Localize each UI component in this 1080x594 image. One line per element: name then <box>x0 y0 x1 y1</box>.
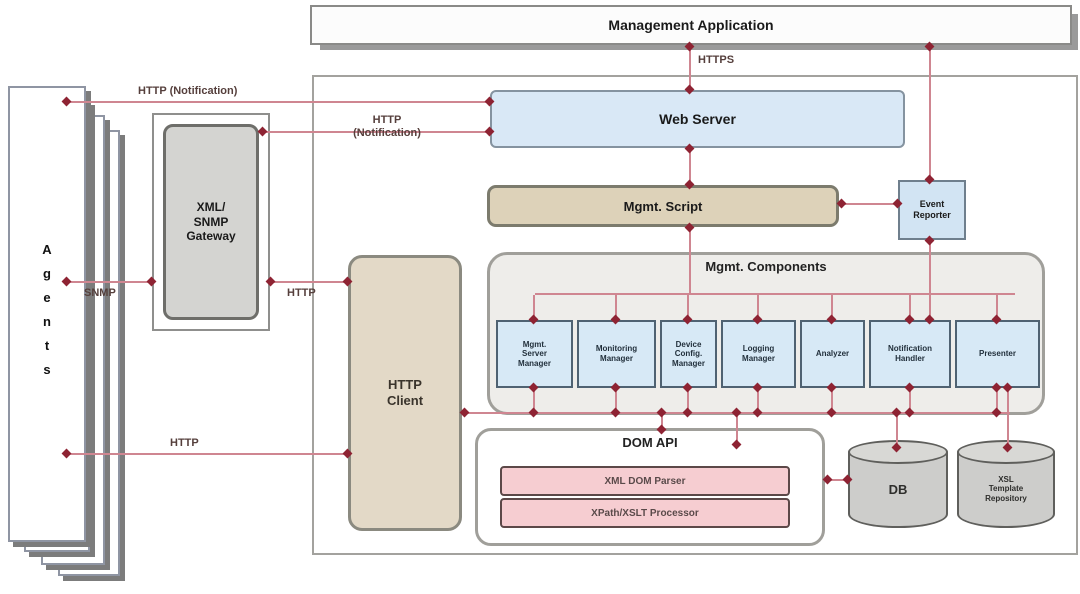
edge-label-http-notification-gateway: HTTP (Notification) <box>353 114 421 140</box>
xml-dom-parser-node: XML DOM Parser <box>500 466 790 496</box>
connector-bus-stub <box>533 387 535 413</box>
edge-label-http-notification-agents: HTTP (Notification) <box>138 85 238 97</box>
web-server-node: Web Server <box>490 90 905 148</box>
connector-bus-drop <box>757 295 759 320</box>
connector-presenter-xslrepo <box>1007 387 1009 448</box>
mgmt-components-title: Mgmt. Components <box>705 259 827 274</box>
component-logging-manager: Logging Manager <box>721 320 796 388</box>
connector-script-components <box>689 227 691 294</box>
mgmt-script-label: Mgmt. Script <box>623 198 703 214</box>
connector-bus-stub <box>687 387 689 413</box>
component-mgmt-server-manager: Mgmt. Server Manager <box>496 320 573 388</box>
management-application-node: Management Application <box>310 5 1072 45</box>
connector-mgmtapp-webserver-https <box>689 46 691 90</box>
event-reporter-label: Event Reporter <box>913 199 951 220</box>
xml-snmp-gateway-node: XML/ SNMP Gateway <box>163 124 259 320</box>
connector-gateway-webserver <box>262 131 490 133</box>
xsl-template-repository-cylinder: XSL Template Repository <box>957 440 1055 528</box>
connector-agents-webserver <box>66 101 490 103</box>
connector-agents-httpclient <box>66 453 348 455</box>
connector-bus-stub <box>909 387 911 413</box>
component-device-config-manager: Device Config. Manager <box>660 320 717 388</box>
connector-bus-drop <box>533 295 535 320</box>
component-label: Analyzer <box>815 349 850 359</box>
xpath-xslt-processor-label: XPath/XSLT Processor <box>591 507 699 519</box>
xsl-template-repository-label: XSL Template Repository <box>985 474 1027 503</box>
connector-bus-stub <box>615 387 617 413</box>
connector-mgmtapp-eventreporter <box>929 46 931 180</box>
component-label: Logging Manager <box>742 344 775 363</box>
http-client-label: HTTP Client <box>386 377 424 408</box>
mgmt-script-node: Mgmt. Script <box>487 185 839 227</box>
agents-label: Agents <box>39 242 55 386</box>
component-presenter: Presenter <box>955 320 1040 388</box>
agents-node: Agents <box>8 86 86 542</box>
component-label: Device Config. Manager <box>672 339 705 368</box>
xpath-xslt-processor-node: XPath/XSLT Processor <box>500 498 790 528</box>
web-server-label: Web Server <box>659 111 736 127</box>
component-label: Mgmt. Server Manager <box>518 339 551 368</box>
connector-bus-drop <box>615 295 617 320</box>
component-label: Notification Handler <box>888 344 932 363</box>
connector-domapi-db <box>827 479 848 481</box>
component-notification-handler: Notification Handler <box>869 320 951 388</box>
component-analyzer: Analyzer <box>800 320 865 388</box>
db-label: DB <box>888 481 908 497</box>
connector-bus-drop <box>687 295 689 320</box>
component-monitoring-manager: Monitoring Manager <box>577 320 656 388</box>
xml-snmp-gateway-label: XML/ SNMP Gateway <box>186 200 236 244</box>
edge-label-http-gateway-client: HTTP <box>287 287 316 299</box>
connector-script-eventreporter <box>841 203 898 205</box>
edge-label-snmp: SNMP <box>84 287 116 299</box>
edge-label-https: HTTPS <box>698 54 735 66</box>
connector-bus-stub <box>757 387 759 413</box>
connector-eventreporter-components <box>929 240 931 320</box>
event-reporter-node: Event Reporter <box>898 180 966 240</box>
connector-components-top-bus <box>535 293 1015 295</box>
connector-bus-stub <box>996 387 998 413</box>
connector-components-db <box>896 412 898 448</box>
connector-agents-gateway <box>66 281 152 283</box>
connector-gateway-httpclient <box>270 281 348 283</box>
edge-label-http-agents-client: HTTP <box>170 437 199 449</box>
connector-bus-drop <box>909 295 911 320</box>
connector-bus-stub <box>831 387 833 413</box>
dom-api-title: DOM API <box>622 435 678 450</box>
http-client-node: HTTP Client <box>348 255 462 531</box>
connector-bus-drop <box>996 295 998 320</box>
xml-dom-parser-label: XML DOM Parser <box>604 475 686 487</box>
connector-bus-drop <box>831 295 833 320</box>
db-cylinder: DB <box>848 440 948 528</box>
component-label: Monitoring Manager <box>595 344 638 363</box>
management-application-label: Management Application <box>608 17 774 33</box>
component-label: Presenter <box>979 349 1016 359</box>
connector-components-domapi-1 <box>661 412 663 430</box>
connector-webserver-script <box>689 148 691 185</box>
connector-components-domapi-2 <box>736 412 738 445</box>
